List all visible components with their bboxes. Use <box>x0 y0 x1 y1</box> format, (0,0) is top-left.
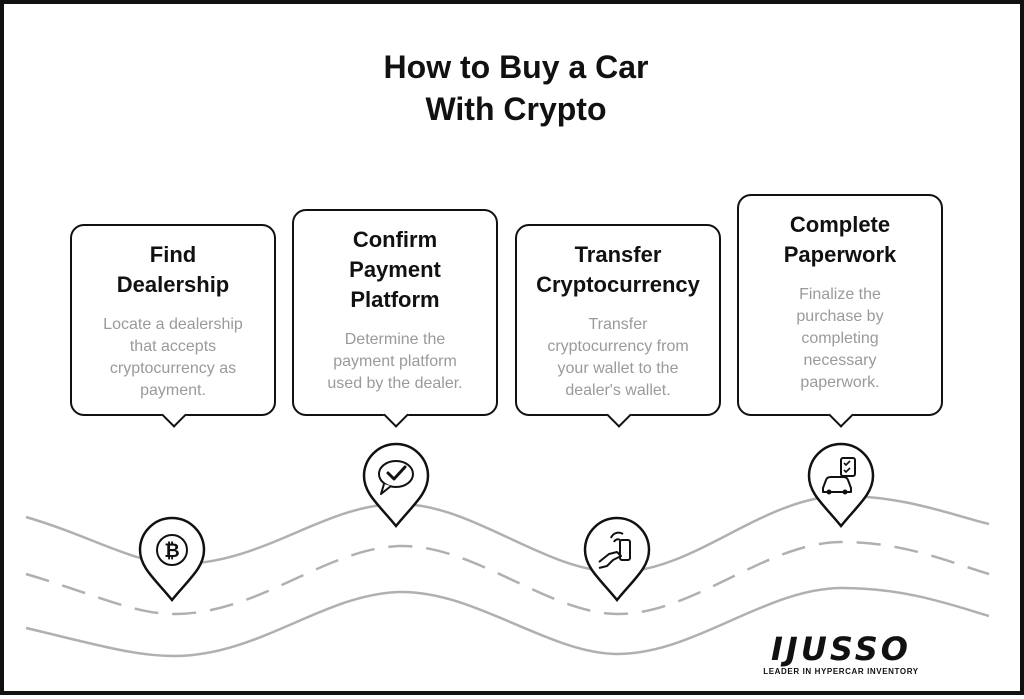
brand-tagline: LEADER IN HYPERCAR INVENTORY <box>763 667 919 676</box>
step-card-confirm-payment: Confirm Payment Platform Determine the p… <box>292 209 498 416</box>
hand-phone-payment-icon <box>598 531 631 569</box>
step-description: Finalize the purchase by completing nece… <box>796 286 884 391</box>
map-pin-bitcoin: ₿ <box>138 516 206 603</box>
step-title: Complete Paperwork <box>783 212 897 267</box>
step-description: Determine the payment platform used by t… <box>327 331 463 392</box>
step-description: Transfer cryptocurrency from your wallet… <box>547 316 689 399</box>
brand-logo: IJUSSO LEADER IN HYPERCAR INVENTORY <box>756 632 926 676</box>
speech-bubble-check-icon <box>378 460 414 495</box>
road-illustration: ₿ <box>25 442 990 658</box>
step-title: Transfer Cryptocurrency <box>536 242 700 297</box>
map-pin-transfer <box>583 516 651 603</box>
step-card-complete-paperwork: Complete Paperwork Finalize the purchase… <box>737 194 943 416</box>
map-pin-paperwork <box>807 442 875 529</box>
step-title: Find Dealership <box>116 242 230 297</box>
step-title: Confirm Payment Platform <box>349 227 441 312</box>
page-title: How to Buy a Car With Crypto <box>383 49 649 127</box>
road-bottom-edge <box>25 586 990 658</box>
map-pin-confirm <box>362 442 430 529</box>
road-center-line <box>25 540 990 616</box>
svg-text:₿: ₿ <box>164 540 179 562</box>
step-description: Locate a dealership that accepts cryptoc… <box>103 316 243 399</box>
step-card-transfer-crypto: Transfer Cryptocurrency Transfer cryptoc… <box>515 224 721 416</box>
brand-logo-wordmark: IJUSSO <box>771 630 911 668</box>
car-checklist-icon <box>822 457 856 495</box>
step-card-find-dealership: Find Dealership Locate a dealership that… <box>70 224 276 416</box>
bitcoin-icon: ₿ <box>156 534 188 566</box>
